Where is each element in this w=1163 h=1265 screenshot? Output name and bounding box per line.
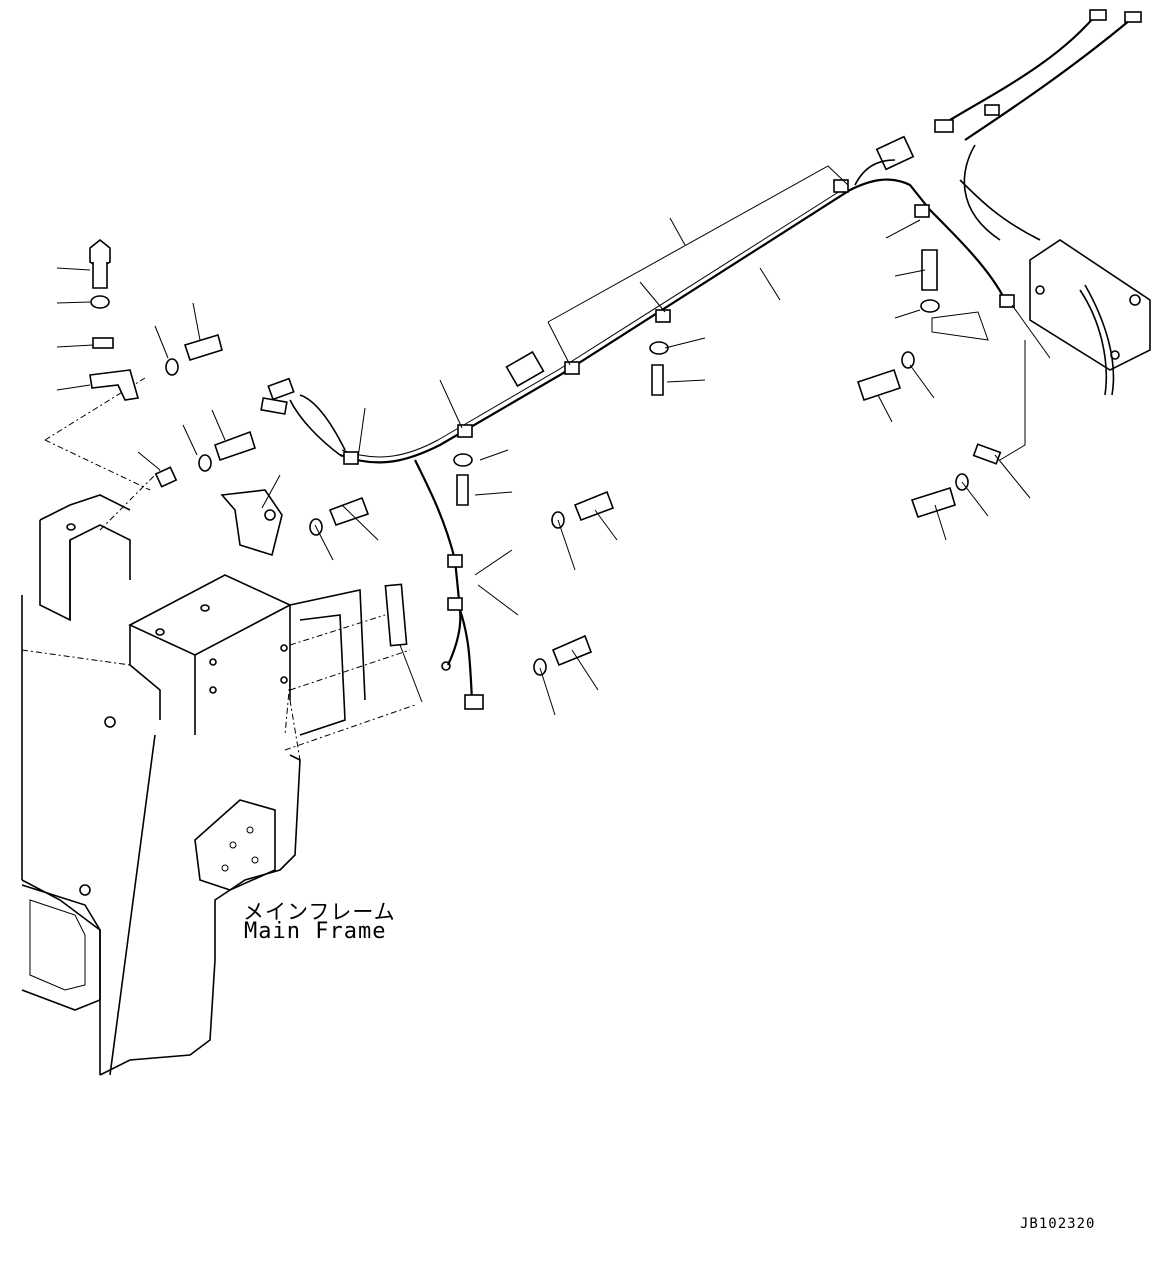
main-frame-label-jp: メインフレーム (243, 900, 396, 924)
drawing-id: JB102320 (1020, 1216, 1096, 1232)
fasteners (89, 238, 1002, 676)
leader-lines (56, 165, 1051, 716)
main-frame-label-en: Main Frame (244, 919, 387, 944)
main-frame (21, 377, 416, 1076)
wire-harness (260, 9, 1151, 710)
